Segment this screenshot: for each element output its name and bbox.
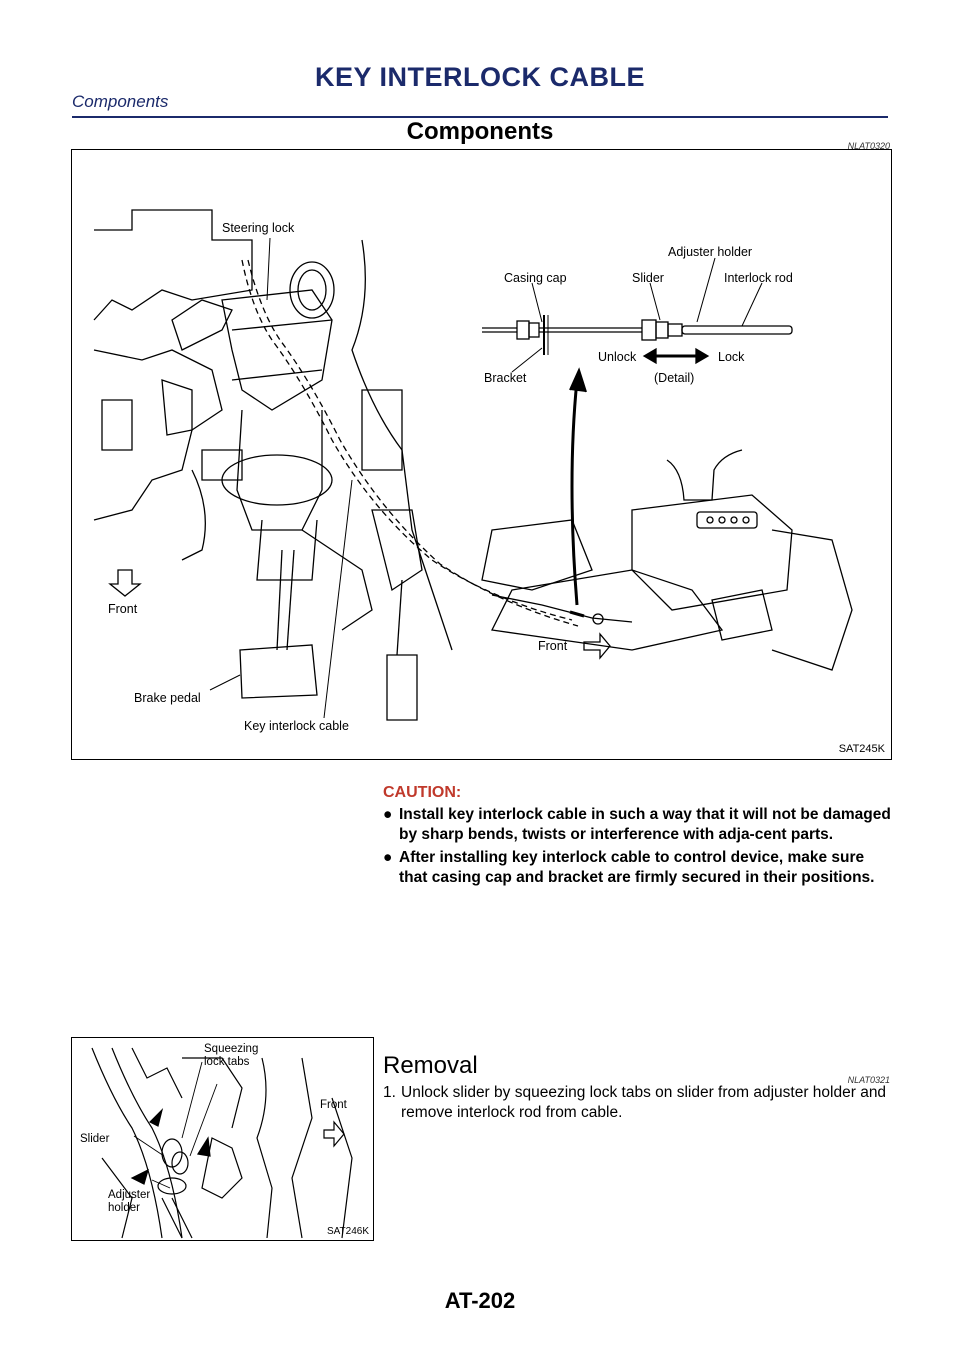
label-front-left: Front xyxy=(108,602,138,616)
caution-item-text: After installing key interlock cable to … xyxy=(399,849,875,886)
components-figure-code: SAT245K xyxy=(838,743,885,755)
label-key-interlock-cable: Key interlock cable xyxy=(244,719,349,733)
components-figure: Steering lock Casing cap Adjuster holder… xyxy=(71,149,892,760)
page-header-subtitle: Components xyxy=(72,92,169,111)
label-detail: (Detail) xyxy=(654,371,694,385)
removal-section-code: NLAT0321 xyxy=(847,1075,890,1085)
removal-illustration: Squeezing lock tabs Front Slider Adjuste… xyxy=(80,1043,353,1239)
removal-figure-code: SAT246K xyxy=(326,1226,369,1237)
label-front: Front xyxy=(320,1099,348,1111)
caution-title: CAUTION: xyxy=(383,784,462,801)
label-lock-tabs: lock tabs xyxy=(204,1056,250,1068)
bullet-icon: ● xyxy=(383,806,393,823)
label-interlock-rod: Interlock rod xyxy=(724,271,793,285)
label-squeezing-lock-tabs: Squeezing lock tabs xyxy=(204,1043,262,1068)
label-unlock: Unlock xyxy=(598,350,637,364)
label-adjuster-holder: Adjuster holder xyxy=(108,1189,153,1214)
step-number: 1. xyxy=(383,1084,396,1101)
label-bracket: Bracket xyxy=(484,371,527,385)
components-section-code: NLAT0320 xyxy=(847,141,890,151)
label-adjuster-holder: Adjuster holder xyxy=(668,245,752,259)
page-number: AT-202 xyxy=(444,1288,516,1313)
bullet-icon: ● xyxy=(383,849,393,866)
header-divider xyxy=(72,116,888,118)
label-casing-cap: Casing cap xyxy=(504,271,567,285)
label-slider: Slider xyxy=(632,271,664,285)
caution-item-text: Install key interlock cable in such a wa… xyxy=(399,806,891,843)
caution-block: CAUTION: ● Install key interlock cable i… xyxy=(383,783,893,888)
caution-item: ● Install key interlock cable in such a … xyxy=(383,805,893,845)
label-brake-pedal: Brake pedal xyxy=(134,691,201,705)
label-squeezing: Squeezing xyxy=(204,1043,258,1055)
page-header-title: KEY INTERLOCK CABLE xyxy=(314,62,646,92)
caution-item: ● After installing key interlock cable t… xyxy=(383,848,893,888)
label-adjuster: Adjuster xyxy=(108,1189,150,1201)
label-front-right: Front xyxy=(538,639,568,653)
label-steering-lock: Steering lock xyxy=(222,221,295,235)
label-lock: Lock xyxy=(718,350,745,364)
components-illustration: Steering lock Casing cap Adjuster holder… xyxy=(93,209,853,733)
label-holder: holder xyxy=(108,1202,140,1214)
removal-figure: Squeezing lock tabs Front Slider Adjuste… xyxy=(71,1037,374,1241)
label-slider: Slider xyxy=(80,1133,110,1145)
components-section-title: Components xyxy=(406,118,554,145)
removal-step: 1. Unlock slider by squeezing lock tabs … xyxy=(383,1083,893,1123)
step-text: Unlock slider by squeezing lock tabs on … xyxy=(401,1084,887,1121)
removal-section-title: Removal xyxy=(383,1052,478,1079)
